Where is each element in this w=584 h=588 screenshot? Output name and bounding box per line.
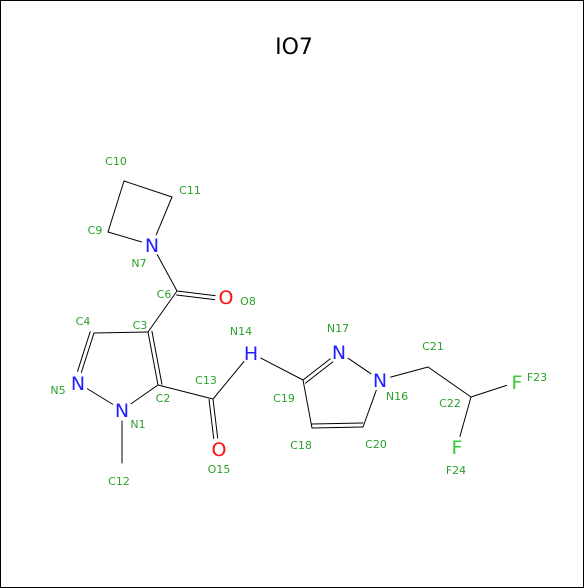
bond-N1-C2 xyxy=(130,384,159,405)
bond-layer xyxy=(77,180,508,464)
atom-label-C6: C6 xyxy=(157,288,172,301)
atom-symbol-O15: O xyxy=(212,439,227,461)
bond-C2-C13 xyxy=(157,384,214,400)
bond-C21-C22 xyxy=(427,366,472,398)
bond-C9-N7 xyxy=(107,231,142,243)
bond-C22-F23 xyxy=(470,384,508,398)
diagram-title: IO7 xyxy=(275,35,313,60)
atom-C2: C2 xyxy=(156,392,171,405)
bond-C13-O15 xyxy=(208,398,219,440)
atom-label-N7: N7 xyxy=(131,257,146,270)
atom-N7: NN7 xyxy=(131,235,159,270)
bond-C10-C11 xyxy=(123,180,173,198)
bond-C2-C3 xyxy=(147,330,163,386)
atom-symbol-F24: F xyxy=(452,437,463,459)
atom-C6: C6 xyxy=(157,288,172,301)
bond-C11-N7 xyxy=(155,196,173,236)
atom-C20: C20 xyxy=(365,438,387,451)
atom-O8: O O8 xyxy=(219,287,256,309)
atom-symbol-O8: O xyxy=(219,287,234,309)
bond-C3-C4 xyxy=(93,331,149,334)
atom-label-O8: O8 xyxy=(240,295,256,308)
atom-C13: C13 xyxy=(195,374,217,387)
atom-label-N14: N14 xyxy=(230,325,252,338)
atom-C12: C12 xyxy=(108,475,130,488)
atom-label-C2: C2 xyxy=(156,392,171,405)
bond-N16-C21 xyxy=(390,366,429,378)
atom-C9: C9 xyxy=(88,224,103,237)
bond-C4-N5 xyxy=(77,331,95,374)
atom-N1: NN1 xyxy=(115,400,146,431)
atom-label-C13: C13 xyxy=(195,374,217,387)
atom-label-C9: C9 xyxy=(88,224,103,237)
atom-symbol-N14: H xyxy=(244,343,258,365)
atom-N17: N N17 xyxy=(327,322,349,364)
atom-label-C18: C18 xyxy=(290,439,312,452)
bond-N14-C19 xyxy=(260,357,304,381)
atom-symbol-N5: N xyxy=(71,373,85,395)
atom-label-C4: C4 xyxy=(76,315,91,328)
atom-label-C20: C20 xyxy=(365,438,387,451)
bond-N17-N16 xyxy=(347,357,372,375)
bond-C19-N17 xyxy=(302,358,334,384)
atom-label-C22: C22 xyxy=(439,397,461,410)
atom-F23: F F23 xyxy=(512,371,548,394)
atom-C22: C22 xyxy=(439,397,461,410)
atom-label-C10: C10 xyxy=(105,155,127,168)
bond-N5-N1 xyxy=(86,388,114,405)
atom-symbol-N17: N xyxy=(332,342,346,364)
atom-label-N16: N16 xyxy=(386,390,408,403)
atom-label-C12: C12 xyxy=(108,475,130,488)
atom-label-N5: N5 xyxy=(50,384,65,397)
bond-C6-O8 xyxy=(176,290,216,301)
atom-symbol-N7: N xyxy=(145,235,159,257)
atom-label-F23: F23 xyxy=(527,371,547,384)
atom-label-C19: C19 xyxy=(273,392,295,405)
bond-C22-F24 xyxy=(459,396,472,437)
atom-label-F24: F24 xyxy=(446,464,466,477)
atom-label-O15: O15 xyxy=(208,463,231,476)
bond-C13-N14 xyxy=(212,360,245,400)
bond-C20-C18 xyxy=(311,422,364,429)
bond-C18-C19 xyxy=(302,379,313,429)
atom-symbol-N16: N xyxy=(373,370,387,392)
atom-symbol-N1: N xyxy=(115,400,129,422)
atom-C21: C21 xyxy=(422,340,444,353)
atom-label-N1: N1 xyxy=(130,418,145,431)
atom-C4: C4 xyxy=(76,315,91,328)
bond-C6-C3 xyxy=(147,290,178,333)
atom-C3: C3 xyxy=(133,319,148,332)
atom-label-C3: C3 xyxy=(133,319,148,332)
atom-C11: C11 xyxy=(179,184,201,197)
atom-O15: O O15 xyxy=(208,439,231,476)
atom-C19: C19 xyxy=(273,392,295,405)
atom-N5: N N5 xyxy=(50,373,85,397)
atom-C18: C18 xyxy=(290,439,312,452)
atom-label-N17: N17 xyxy=(327,322,349,335)
atom-N14: H N14 xyxy=(230,325,258,365)
atom-C10: C10 xyxy=(105,155,127,168)
atom-label-C21: C21 xyxy=(422,340,444,353)
bond-C10-C9 xyxy=(107,180,125,233)
bond-N16-C20 xyxy=(362,389,377,428)
atom-F24: F F24 xyxy=(446,437,466,477)
atom-label-C11: C11 xyxy=(179,184,201,197)
bond-N7-C6 xyxy=(156,254,178,292)
atom-symbol-F23: F xyxy=(512,372,523,394)
